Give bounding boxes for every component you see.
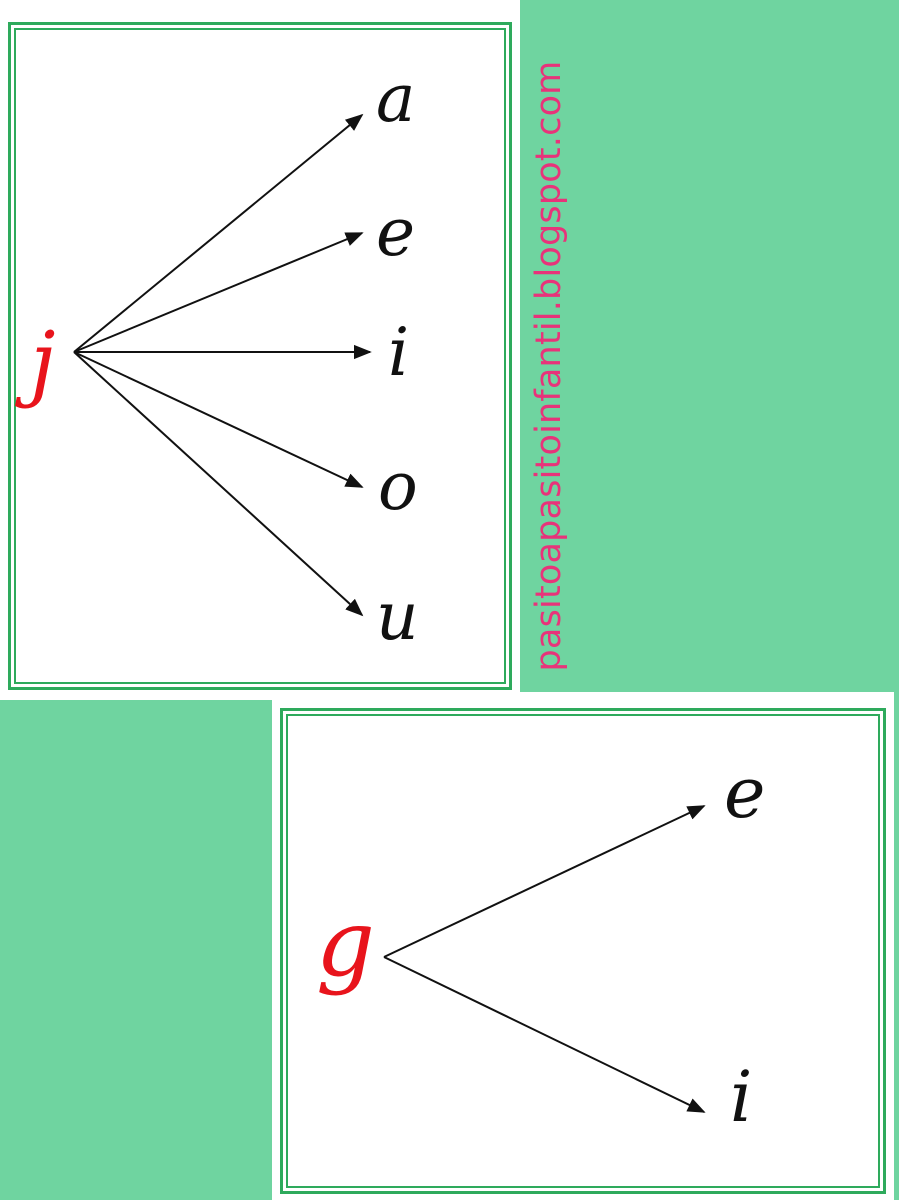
target-letter-i-2: i [730,1056,753,1138]
card-g-panel [272,692,894,1200]
watermark-text: pasitoapasitoinfantil.blogspot.com [529,60,569,672]
card-j-arrows [73,113,372,617]
target-letter-a: a [376,60,416,137]
arrow-j-to-o [73,351,364,488]
card-g-arrows [383,805,706,1113]
arrow-j-to-e [73,232,364,353]
card-g: g e i [272,692,894,1200]
target-letter-o: o [378,448,418,525]
blog-watermark: pasitoapasitoinfantil.blogspot.com [527,6,571,726]
card-g-frame [280,708,886,1194]
arrow-g-to-i [383,956,706,1113]
target-letter-i: i [388,314,410,391]
source-letter-j: j [30,315,56,410]
target-letter-u: u [376,578,419,655]
target-letter-e-2: e [724,752,766,834]
arrow-g-to-e [383,805,706,958]
source-letter-g: g [316,890,375,997]
card-j: j a e i o u [0,0,520,700]
arrow-j-to-u [73,351,364,617]
target-letter-e: e [376,194,416,271]
card-j-frame [8,22,512,690]
arrow-j-to-a [73,113,364,353]
card-j-panel [0,0,520,700]
